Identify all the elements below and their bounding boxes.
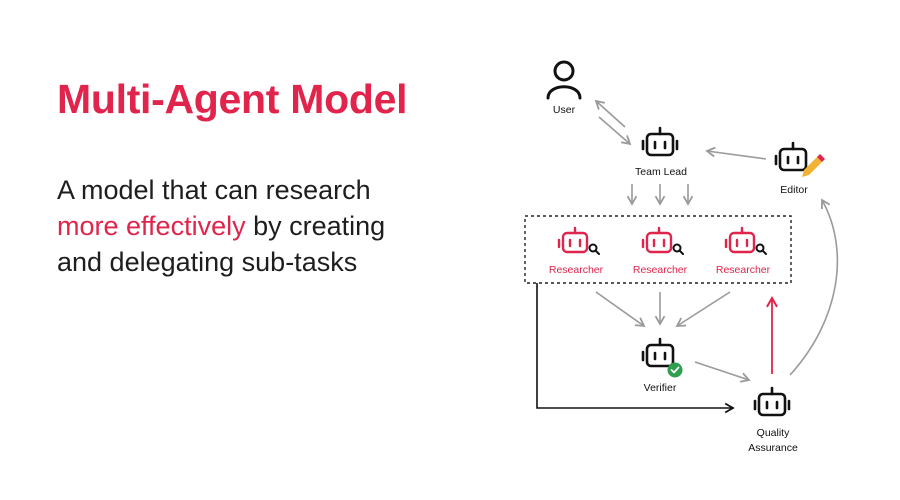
researcher-1-robot-search-icon: [557, 226, 589, 254]
researcher-2-robot-search-icon: [641, 226, 673, 254]
arrow-user-to-teamlead: [598, 116, 632, 146]
researcher-3-magnifier-icon: [755, 243, 767, 255]
description-highlight: more effectively: [57, 211, 246, 241]
page-title: Multi-Agent Model: [57, 76, 408, 122]
description-line-1: A model that can research: [57, 175, 371, 205]
editor-label: Editor: [780, 184, 808, 196]
description-line-2-rest: by creating: [245, 211, 386, 241]
editor-robot-icon: [774, 141, 808, 172]
researcher-3-label: Researcher: [716, 264, 771, 276]
qa-robot-icon: [753, 386, 791, 417]
arrow-qa-to-editor: [789, 198, 839, 376]
researcher-3-robot-search-icon: [724, 226, 756, 254]
researcher-1-label: Researcher: [549, 264, 604, 276]
arrow-researchers-to-qa: [536, 283, 735, 414]
arrows-researchers-to-verifier: [595, 291, 731, 328]
user-label: User: [553, 104, 576, 116]
description: A model that can research more effective…: [57, 172, 385, 280]
arrow-editor-to-teamlead: [705, 146, 767, 160]
description-line-3: and delegating sub-tasks: [57, 247, 358, 277]
check-badge-icon: [667, 362, 683, 378]
researcher-2-label: Researcher: [633, 264, 688, 276]
researcher-1-magnifier-icon: [588, 243, 600, 255]
description-line-2: more effectively by creating: [57, 208, 385, 244]
researcher-group-box: [524, 215, 792, 284]
qa-label-line2: Assurance: [748, 442, 798, 454]
researcher-2-magnifier-icon: [672, 243, 684, 255]
team-lead-robot-icon: [641, 126, 679, 157]
verifier-label: Verifier: [644, 382, 677, 394]
arrows-teamlead-to-researchers: [626, 184, 694, 206]
user-icon: [546, 60, 582, 100]
verifier-robot-icon: [641, 337, 675, 368]
qa-label-line1: Quality: [757, 427, 790, 439]
pencil-icon: [802, 154, 825, 177]
team-lead-label: Team Lead: [635, 166, 687, 178]
arrow-teamlead-to-user: [594, 99, 626, 128]
arrow-verifier-to-qa: [694, 361, 751, 383]
